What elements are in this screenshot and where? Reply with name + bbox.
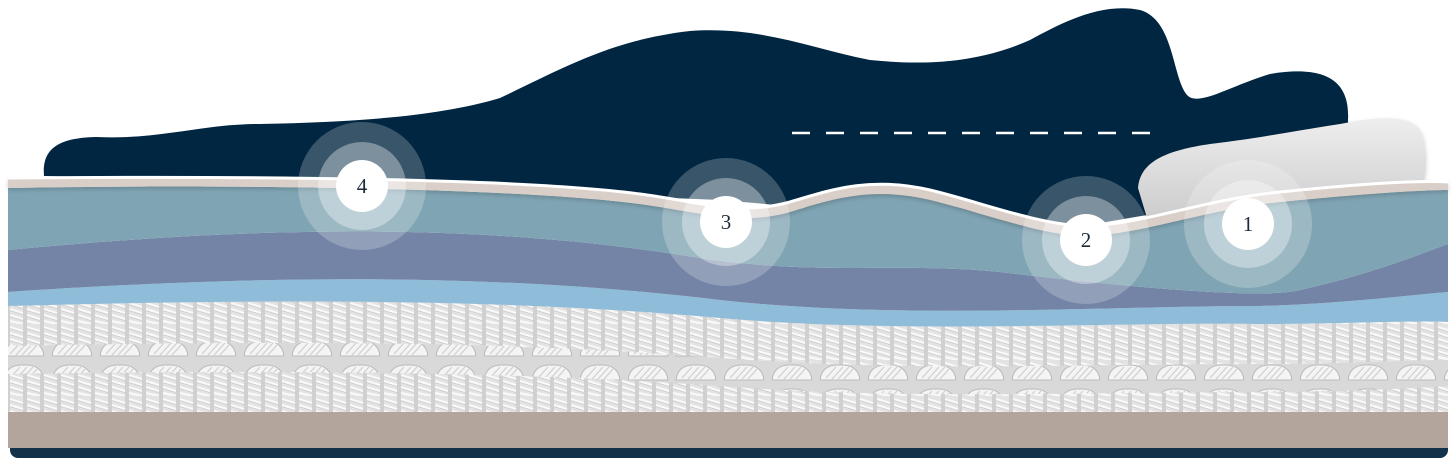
marker-1-label: 1 xyxy=(1243,212,1254,236)
mattress-base-layer xyxy=(8,412,1448,448)
pressure-marker-3[interactable]: 3 xyxy=(662,158,790,286)
pressure-marker-2[interactable]: 2 xyxy=(1022,176,1150,304)
marker-2-label: 2 xyxy=(1081,228,1092,252)
pressure-marker-4[interactable]: 4 xyxy=(298,122,426,250)
pressure-marker-1[interactable]: 1 xyxy=(1184,160,1312,288)
marker-3-label: 3 xyxy=(721,210,732,234)
marker-4-label: 4 xyxy=(357,174,368,198)
